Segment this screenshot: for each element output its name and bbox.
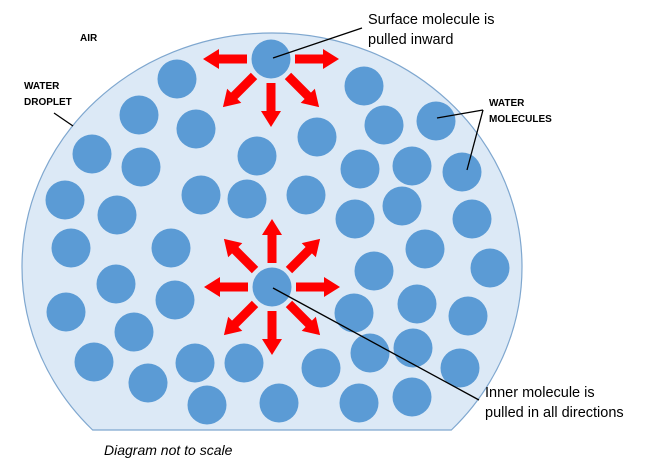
air-label: AIR xyxy=(80,33,98,44)
water-molecule xyxy=(470,248,510,288)
water-molecule xyxy=(237,136,277,176)
water-molecule xyxy=(46,292,86,332)
water-molecule xyxy=(45,180,85,220)
water-molecule xyxy=(397,284,437,324)
inner-molecule xyxy=(252,267,292,307)
water-molecule xyxy=(416,101,456,141)
droplet-label-line1: WATER xyxy=(24,81,60,92)
water-molecule xyxy=(51,228,91,268)
water-molecule xyxy=(224,343,264,383)
water-molecule xyxy=(155,280,195,320)
water-molecule xyxy=(72,134,112,174)
water-molecule xyxy=(448,296,488,336)
force-arrows xyxy=(203,49,340,355)
surface-arrow-right-icon xyxy=(295,49,339,69)
inner-arrow-up-right-icon xyxy=(285,238,321,274)
water-molecule xyxy=(286,175,326,215)
inner-arrow-down-right-icon xyxy=(285,300,321,336)
water-molecule xyxy=(440,348,480,388)
water-molecule xyxy=(157,59,197,99)
surface-callout-line2: pulled inward xyxy=(368,32,453,48)
water-molecules xyxy=(45,39,510,425)
water-molecule xyxy=(259,383,299,423)
surface-arrow-down-icon xyxy=(261,83,281,127)
water-molecule xyxy=(405,229,445,269)
inner-arrow-up-icon xyxy=(262,219,282,263)
droplet-label-line2: DROPLET xyxy=(24,97,72,108)
inner-leader-line xyxy=(272,287,480,401)
water-molecule xyxy=(339,383,379,423)
inner-arrow-left-icon xyxy=(204,277,248,297)
inner-arrow-up-left-icon xyxy=(223,238,259,274)
water-molecule xyxy=(392,377,432,417)
water-molecule xyxy=(340,149,380,189)
water-molecule xyxy=(119,95,159,135)
water-molecule xyxy=(227,179,267,219)
water-molecule xyxy=(114,312,154,352)
molecules-leader-line xyxy=(436,109,484,119)
water-molecule xyxy=(452,199,492,239)
water-molecule xyxy=(334,293,374,333)
molecules-leader-line xyxy=(466,109,484,171)
surface-leader-line xyxy=(272,27,363,59)
leader-lines xyxy=(53,27,484,401)
water-molecule xyxy=(354,251,394,291)
water-molecule xyxy=(96,264,136,304)
water-molecule xyxy=(442,152,482,192)
water-molecule xyxy=(350,333,390,373)
water-molecule xyxy=(175,343,215,383)
inner-arrow-down-left-icon xyxy=(223,300,259,336)
surface-arrow-down-right-icon xyxy=(284,72,320,108)
water-molecule xyxy=(297,117,337,157)
droplet-leader-line xyxy=(53,112,74,127)
water-molecule xyxy=(392,146,432,186)
inner-callout-line1: Inner molecule is xyxy=(485,385,595,401)
surface-arrow-down-left-icon xyxy=(222,72,258,108)
molecules-label-line1: WATER xyxy=(489,98,525,109)
water-molecule xyxy=(335,199,375,239)
water-molecule xyxy=(74,342,114,382)
molecules-label-line2: MOLECULES xyxy=(489,114,552,125)
inner-arrow-down-icon xyxy=(262,311,282,355)
surface-arrow-left-icon xyxy=(203,49,247,69)
water-molecule xyxy=(121,147,161,187)
scale-note: Diagram not to scale xyxy=(104,442,233,458)
water-molecule xyxy=(151,228,191,268)
inner-arrow-right-icon xyxy=(296,277,340,297)
water-molecule xyxy=(301,348,341,388)
water-molecule xyxy=(393,328,433,368)
water-molecule xyxy=(187,385,227,425)
inner-callout-line2: pulled in all directions xyxy=(485,405,624,421)
water-molecule xyxy=(181,175,221,215)
water-molecule xyxy=(364,105,404,145)
water-molecule xyxy=(97,195,137,235)
water-molecule xyxy=(344,66,384,106)
water-molecule xyxy=(382,186,422,226)
water-molecule xyxy=(176,109,216,149)
surface-molecule xyxy=(251,39,291,79)
surface-callout-line1: Surface molecule is xyxy=(368,12,495,28)
water-molecule xyxy=(128,363,168,403)
